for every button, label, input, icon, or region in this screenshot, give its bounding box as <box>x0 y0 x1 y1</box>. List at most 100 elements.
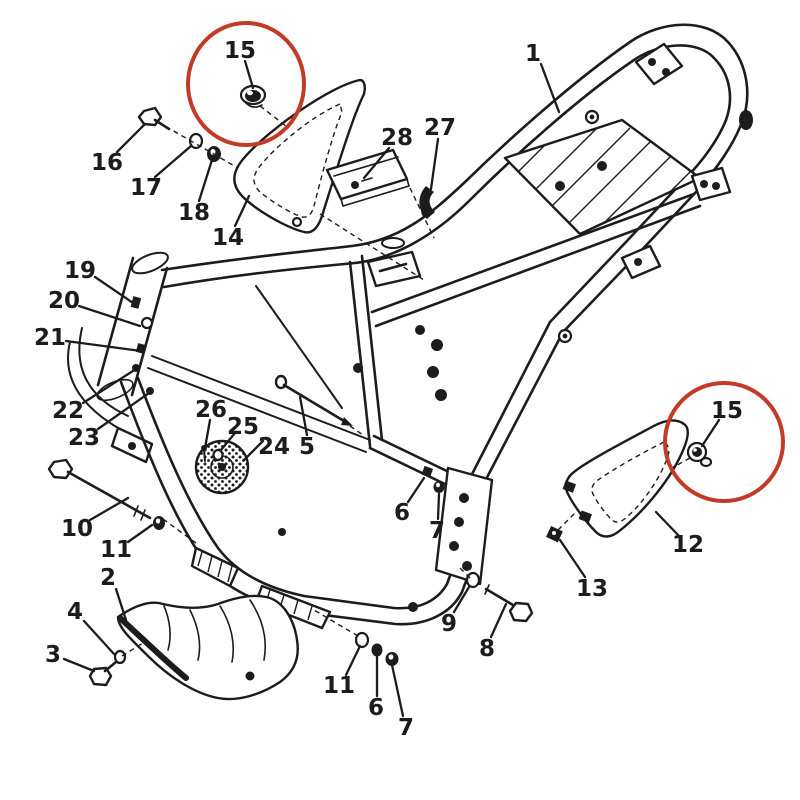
part-callout-28: 28 <box>362 125 413 180</box>
part-callout-2: 2 <box>100 565 128 622</box>
leader-line <box>700 418 721 448</box>
part-callout-21: 21 <box>34 325 143 353</box>
alignment-lines <box>121 105 691 657</box>
part-callout-16: 16 <box>91 122 147 176</box>
highlight-circles <box>186 21 785 503</box>
steering-head-tube <box>96 251 169 402</box>
horn-disc <box>194 439 250 495</box>
pivot-bracket <box>434 466 494 586</box>
part-number-label: 27 <box>424 115 456 141</box>
part-number-label: 11 <box>100 537 132 563</box>
grommet-15-right <box>686 441 713 468</box>
part-number-label: 12 <box>672 532 704 558</box>
part-callout-14: 14 <box>212 194 251 251</box>
bolt-8 <box>484 584 534 623</box>
skid-plate <box>116 594 299 701</box>
part-number-label: 25 <box>227 414 259 440</box>
nut-6-bottom <box>371 643 383 657</box>
bolt-5 <box>274 374 353 426</box>
leader-line <box>406 476 426 504</box>
leader-line <box>64 339 143 353</box>
part-number-label: 16 <box>91 150 123 176</box>
part-callout-22: 22 <box>52 367 138 424</box>
leader-line <box>452 585 471 614</box>
leader-line <box>429 137 440 191</box>
seat-gusset-plate <box>503 118 702 236</box>
part-callout-11: 11 <box>323 644 362 699</box>
part-callout-7: 7 <box>390 663 414 741</box>
washer-25 <box>212 448 224 462</box>
part-number-label: 7 <box>429 518 445 544</box>
hardware <box>47 84 713 687</box>
leader-line <box>197 158 214 203</box>
part-number-label: 13 <box>576 576 608 602</box>
head-lower-brackets <box>67 327 154 464</box>
leader-line <box>539 62 561 114</box>
part-callout-23: 23 <box>68 391 151 451</box>
part-number-label: 11 <box>323 673 355 699</box>
part-callout-10: 10 <box>61 496 130 542</box>
part-callout-3: 3 <box>45 642 96 673</box>
part-callout-9: 9 <box>441 585 471 637</box>
part-callout-25: 25 <box>219 414 259 452</box>
washer-4 <box>113 649 127 665</box>
leader-line <box>436 492 441 521</box>
leader-line <box>81 367 138 405</box>
part-callout-5: 5 <box>298 395 315 460</box>
part-number-label: 2 <box>100 565 116 591</box>
part-callout-6: 6 <box>368 654 384 721</box>
leader-line <box>203 418 212 450</box>
part-callout-13: 13 <box>558 538 608 602</box>
seat-rail-tube <box>370 192 696 314</box>
part-number-label: 28 <box>381 125 413 151</box>
frame-brackets <box>278 42 753 612</box>
part-callout-8: 8 <box>479 602 508 662</box>
mid-diagonal-2 <box>255 285 343 409</box>
part-callout-7: 7 <box>429 492 445 544</box>
part-callout-1: 1 <box>525 41 561 114</box>
leader-line <box>233 194 251 228</box>
leader-line <box>344 644 362 677</box>
nut-7-bottom <box>385 652 399 666</box>
part-number-label: 1 <box>525 41 541 67</box>
mid-diagonal-1 <box>151 355 371 441</box>
part-callout-18: 18 <box>178 158 214 226</box>
leader-line <box>298 395 309 437</box>
part-callout-17: 17 <box>130 144 193 201</box>
leader-line <box>96 391 151 431</box>
leader-line <box>93 275 138 307</box>
part-number-label: 6 <box>394 500 410 526</box>
washer-11-bottom <box>354 631 370 649</box>
leader-line <box>362 146 391 180</box>
leader-line <box>390 663 405 718</box>
frame-main-loop-inner <box>162 44 732 484</box>
part-callout-20: 20 <box>48 288 142 328</box>
part-number-label: 8 <box>479 636 495 662</box>
part-callouts: 1234567891011116712131415151617181920212… <box>34 38 743 741</box>
seat-tube-inner <box>360 254 384 442</box>
part-number-label: 23 <box>68 425 100 451</box>
seat-rail-tube-inner <box>374 204 702 328</box>
highlight-circle-1 <box>186 21 306 147</box>
leader-line <box>243 59 255 90</box>
part-number-label: 6 <box>368 695 384 721</box>
part-number-label: 18 <box>178 200 210 226</box>
highlight-circle-2 <box>663 381 785 503</box>
right-side-cover <box>562 419 689 538</box>
part-number-label: 5 <box>299 434 315 460</box>
part-number-label: 20 <box>48 288 80 314</box>
leader-line <box>558 538 587 579</box>
bolt-3 <box>88 660 118 687</box>
leader-line <box>654 510 681 538</box>
leader-line <box>489 602 508 639</box>
part-number-label: 4 <box>67 599 83 625</box>
leader-line <box>153 144 193 179</box>
part-callout-15: 15 <box>700 398 743 448</box>
part-number-label: 22 <box>52 398 84 424</box>
leader-line <box>126 523 154 544</box>
part-number-label: 17 <box>130 175 162 201</box>
part-callout-24: 24 <box>242 434 290 462</box>
leader-line <box>115 122 147 154</box>
bolt-6-mid <box>421 465 434 478</box>
